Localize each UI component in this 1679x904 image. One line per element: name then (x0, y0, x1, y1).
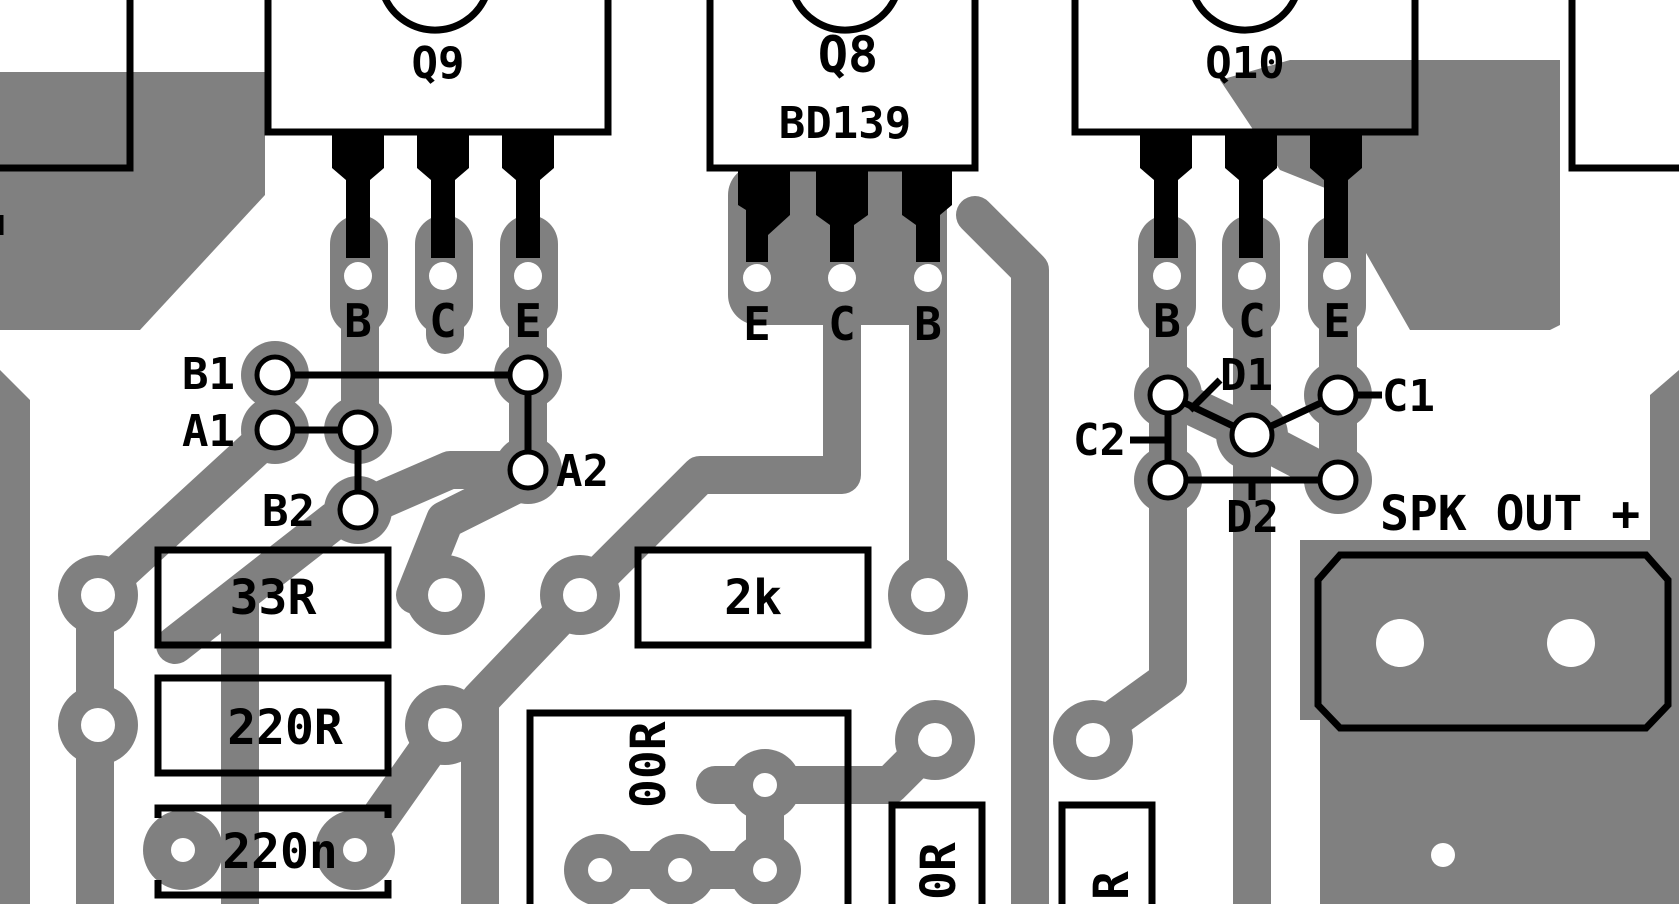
q10-leg-e (1310, 132, 1362, 258)
q10-pin-e-label: E (1323, 294, 1351, 348)
q8-leg-b (902, 168, 952, 262)
spk-out-label: SPK OUT + (1380, 486, 1640, 542)
component-bottom-right-outline (1058, 801, 1156, 904)
capacitor-220n-outline-bottom (154, 880, 392, 899)
q9-leg-e (502, 132, 554, 258)
resistor-220r-outline (154, 674, 392, 777)
copper-pour-left-top (0, 72, 265, 330)
q10-ref-label: Q10 (1205, 38, 1284, 89)
hole (753, 858, 777, 882)
hole (588, 858, 612, 882)
hole (428, 578, 462, 612)
component-bottom-mid-outline (888, 801, 986, 904)
hole (918, 723, 952, 757)
capacitor-220n-outline-top (154, 804, 392, 818)
component-bottom-left-value: 00R (621, 721, 677, 808)
q8-leg-c (816, 168, 868, 262)
q10-pin-c-label: C (1238, 294, 1266, 348)
trace (156, 451, 547, 664)
copper-pour-left-edge (0, 370, 30, 904)
silkscreen-text: Q9 Q8 BD139 Q10 B C E E C B B C E B1 A1 … (182, 26, 1640, 900)
q8-pin-b-label: B (914, 297, 942, 351)
jumper-rings (254, 354, 1359, 531)
q9-pin-e-label: E (514, 294, 542, 348)
jumper-b2-label: B2 (262, 486, 315, 537)
q9-pin-c-label: C (429, 294, 457, 348)
q10-pin-b-label: B (1153, 294, 1181, 348)
q10-leg-b (1140, 132, 1192, 258)
label-leader-d1 (1187, 377, 1223, 413)
jumper-a2-label: A2 (556, 446, 609, 497)
q9-tab-hole (382, 0, 488, 34)
jumper-c2-label: C2 (1073, 415, 1126, 466)
hole (1076, 723, 1110, 757)
q8-ref-label: Q8 (818, 26, 878, 84)
hole (81, 708, 115, 742)
q8-leg-e (738, 168, 790, 262)
jumper-c1-label: C1 (1382, 371, 1435, 422)
hole (1431, 843, 1455, 867)
hole (911, 578, 945, 612)
resistor-220r-value: 220R (227, 700, 343, 756)
q10-tab-hole (1192, 0, 1298, 34)
transistor-legs (332, 132, 1362, 262)
resistor-33r-outline (154, 546, 392, 649)
hole (343, 838, 367, 862)
component-bottom-right-value: R (1084, 871, 1140, 900)
outline-left-top (0, 0, 134, 172)
hole (171, 838, 195, 862)
copper-pour-connector (1300, 540, 1679, 720)
hole (563, 578, 597, 612)
resistor-2k-value: 2k (724, 570, 782, 626)
q8-pin-c-label: C (828, 297, 856, 351)
outline-right-top (1568, 0, 1679, 172)
jumper-d2-label: D2 (1226, 492, 1279, 543)
jumper-a1-label: A1 (182, 406, 235, 457)
hole (753, 773, 777, 797)
capacitor-220n-value: 220n (222, 824, 338, 880)
connector-hole-right (1547, 619, 1595, 667)
q10-leg-c (1225, 132, 1277, 258)
component-bottom-mid-value: 0R (911, 842, 967, 900)
q9-pin-b-label: B (344, 294, 372, 348)
q8-pin-e-label: E (743, 297, 771, 351)
q8-tab-hole (792, 0, 898, 34)
q8-part-label: BD139 (779, 98, 911, 149)
q9-ref-label: Q9 (412, 38, 465, 89)
spk-connector-outline (1314, 551, 1672, 732)
jumper-b1-label: B1 (182, 349, 235, 400)
hole (668, 858, 692, 882)
connector-hole-left (1376, 619, 1424, 667)
resistor-2k-outline (634, 546, 872, 649)
q9-leg-b (332, 132, 384, 258)
trace (956, 196, 1049, 904)
hole (428, 708, 462, 742)
jumper-d1-label: D1 (1220, 350, 1273, 401)
component-bottom-left-outline (526, 709, 852, 904)
copper-pour-top-q10 (1220, 60, 1560, 330)
leg-holes (345, 263, 1350, 291)
hole (81, 578, 115, 612)
resistor-33r-value: 33R (230, 570, 317, 626)
q9-leg-c (417, 132, 469, 258)
